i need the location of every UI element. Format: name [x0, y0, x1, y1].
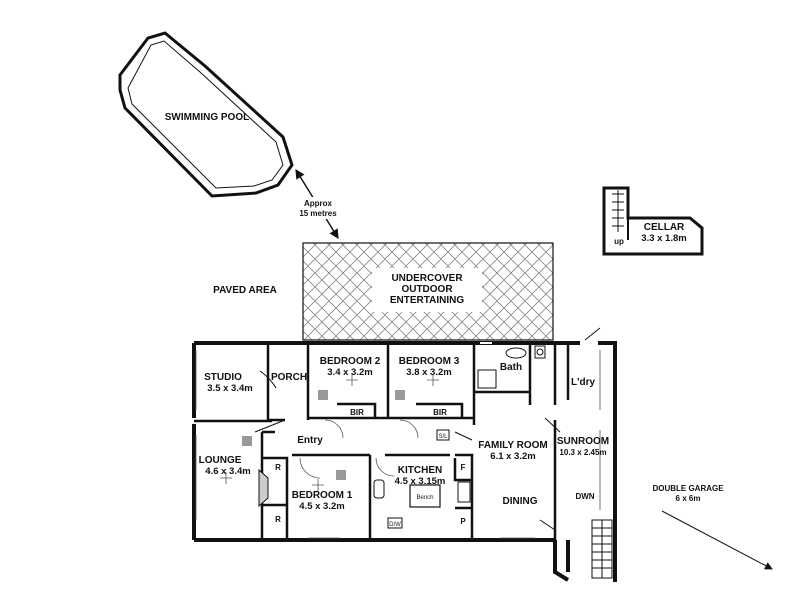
lounge-dims: 4.6 x 3.4m	[205, 466, 250, 477]
cellar: CELLAR 3.3 x 1.8m up	[602, 186, 704, 256]
bedroom1-label: BEDROOM 1	[292, 490, 353, 501]
doors-windows	[195, 327, 601, 539]
undercover-entertaining: UNDERCOVER OUTDOOR ENTERTAINING	[302, 242, 554, 341]
bir-bedroom3: BIR	[433, 408, 447, 417]
studio-dims: 3.5 x 3.4m	[207, 383, 252, 394]
room-labels: STUDIO 3.5 x 3.4m PORCH BEDROOM 2 3.4 x …	[199, 356, 725, 512]
bedroom2-dims: 3.4 x 3.2m	[327, 367, 372, 378]
bedroom1-dims: 4.5 x 3.2m	[299, 501, 344, 512]
laundry-label: L'dry	[571, 377, 595, 388]
garage-label: DOUBLE GARAGE	[652, 484, 724, 493]
entertaining-line2: OUTDOOR	[401, 284, 453, 295]
dining-label: DINING	[503, 496, 538, 507]
bedroom2-label: BEDROOM 2	[320, 356, 381, 367]
entry-label: Entry	[297, 435, 323, 446]
skylight-label: S/L	[438, 434, 448, 440]
distance-line2: 15 metres	[299, 209, 337, 218]
kitchen-label: KITCHEN	[398, 465, 442, 476]
down-label: DWN	[575, 492, 594, 501]
bedroom3-label: BEDROOM 3	[399, 356, 460, 367]
dishwasher-label: D/W	[389, 522, 401, 528]
lounge-label: LOUNGE	[199, 455, 242, 466]
cellar-dims: 3.3 x 1.8m	[641, 233, 686, 244]
bir-bedroom2: BIR	[350, 408, 364, 417]
robe-top: R	[275, 463, 281, 472]
entertaining-line3: ENTERTAINING	[390, 295, 464, 306]
bath-label: Bath	[500, 362, 522, 373]
cellar-label: CELLAR	[644, 222, 685, 233]
garage-dims: 6 x 6m	[676, 494, 701, 503]
cellar-up: up	[614, 237, 624, 246]
studio-label: STUDIO	[204, 372, 242, 383]
bedroom3-dims: 3.8 x 3.2m	[406, 367, 451, 378]
bench-label: Bench	[416, 495, 433, 501]
distance-annotation: Approx 15 metres	[294, 168, 344, 240]
kitchen-dims: 4.5 x 3.15m	[395, 476, 446, 487]
sunroom-dims: 10.3 x 2.45m	[559, 448, 606, 457]
porch-label: PORCH	[271, 372, 307, 383]
sunroom-label: SUNROOM	[557, 436, 609, 447]
fixtures	[220, 345, 546, 529]
robe-bottom: R	[275, 515, 281, 524]
kitchen-bench	[409, 484, 441, 508]
garage-arrow	[661, 510, 773, 570]
entertaining-line1: UNDERCOVER	[391, 273, 463, 284]
family-room-dims: 6.1 x 3.2m	[490, 451, 535, 462]
paved-area-label: PAVED AREA	[213, 285, 277, 296]
pool-label: SWIMMING POOL	[165, 112, 249, 123]
family-room-label: FAMILY ROOM	[478, 440, 547, 451]
distance-line1: Approx	[304, 199, 333, 208]
pantry-label: P	[460, 517, 466, 526]
fridge-label: F	[461, 463, 466, 472]
swimming-pool: SWIMMING POOL	[118, 31, 294, 198]
house-walls	[192, 341, 617, 582]
